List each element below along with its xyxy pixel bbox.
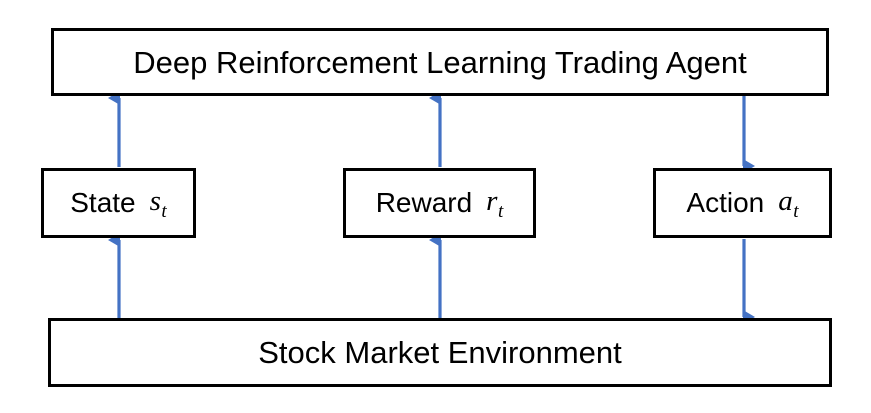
node-state-symbol-subscript: t [161, 200, 167, 222]
node-action-label: Action [686, 187, 765, 218]
node-agent-label: Deep Reinforcement Learning Trading Agen… [133, 44, 747, 80]
node-environment: Stock Market Environment [48, 318, 832, 387]
node-reward-label: Reward [375, 187, 473, 218]
node-reward-symbol-subscript: t [497, 200, 504, 222]
node-action-symbol: at [778, 185, 798, 222]
node-action-symbol-subscript: t [793, 200, 799, 222]
node-reward-symbol-base: r [486, 185, 498, 218]
node-action-symbol-base: a [778, 185, 793, 218]
node-state-symbol-base: s [149, 185, 161, 218]
node-environment-label: Stock Market Environment [258, 335, 622, 370]
node-reward: Reward rt [343, 168, 536, 238]
node-state: State st [41, 168, 196, 238]
node-state-label: State [70, 187, 136, 218]
node-action: Action at [653, 168, 832, 238]
node-reward-symbol: rt [486, 185, 503, 222]
node-agent: Deep Reinforcement Learning Trading Agen… [51, 28, 829, 96]
node-state-symbol: st [150, 185, 167, 222]
